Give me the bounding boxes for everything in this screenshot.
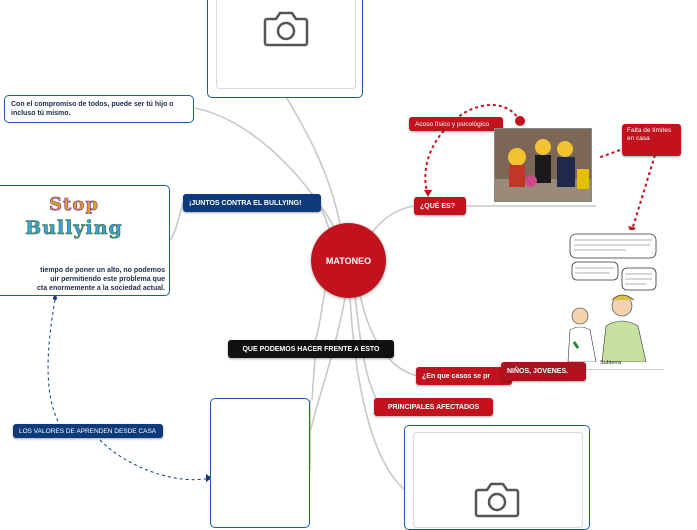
- photo-placeholder: [216, 0, 356, 89]
- en-que-casos-tag[interactable]: ¿En que casos se pr: [416, 367, 512, 385]
- acoso-tag[interactable]: Acoso físico y psicológico: [409, 117, 503, 131]
- que-es-tag[interactable]: ¿QUÉ ES?: [414, 197, 466, 215]
- ninos-jovenes-label: NIÑOS, JOVENES.: [507, 368, 569, 375]
- empty-note-card[interactable]: [210, 398, 310, 528]
- ninos-jovenes-tag[interactable]: NIÑOS, JOVENES.: [501, 362, 586, 381]
- principales-label: PRINCIPALES AFECTADOS: [387, 403, 480, 411]
- photo-card-top[interactable]: [207, 0, 363, 98]
- compromiso-text: Con el compromiso de todos, puede ser tú…: [11, 101, 174, 118]
- juntos-label: ¡JUNTOS CONTRA EL BULLYING!: [189, 199, 302, 207]
- en-que-casos-label: ¿En que casos se pr: [422, 372, 491, 380]
- valores-casa-tag[interactable]: LOS VALORES DE APRENDEN DESDE CASA: [13, 424, 163, 438]
- stop-word: Stop: [49, 194, 99, 216]
- que-es-label: ¿QUÉ ES?: [420, 202, 456, 210]
- limites-comic-image: Subterra: [566, 230, 662, 366]
- acoso-label: Acoso físico y psicológico: [415, 120, 490, 128]
- comic-scene-icon: [567, 233, 657, 363]
- stop-bullying-text: tiempo de poner un alto, no podemos uir …: [37, 267, 165, 293]
- central-topic[interactable]: MATONEO: [311, 223, 386, 298]
- que-podemos-label: QUE PODEMOS HACER FRENTE A ESTO: [242, 345, 380, 353]
- que-podemos-hacer-tag[interactable]: QUE PODEMOS HACER FRENTE A ESTO: [228, 340, 394, 358]
- juntos-contra-bullying-tag[interactable]: ¡JUNTOS CONTRA EL BULLYING!: [183, 194, 321, 212]
- compromiso-note[interactable]: Con el compromiso de todos, puede ser tú…: [4, 95, 194, 123]
- stop-bullying-image: Stop Bullying: [19, 194, 129, 256]
- camera-icon: [474, 482, 520, 518]
- bullying-cartoon-image: [494, 128, 592, 202]
- comic-caption: Subterra: [600, 360, 622, 366]
- bullying-word: Bullying: [25, 217, 123, 240]
- cartoon-scene-icon: [495, 129, 591, 201]
- central-label: MATONEO: [325, 255, 372, 266]
- falta-limites-tag[interactable]: Falta de límites en casa: [622, 124, 681, 156]
- photo-card-bottom[interactable]: [404, 425, 590, 530]
- photo-placeholder-bottom: [413, 432, 583, 528]
- valores-label: LOS VALORES DE APRENDEN DESDE CASA: [19, 427, 157, 435]
- principales-afectados-tag[interactable]: PRINCIPALES AFECTADOS: [374, 398, 493, 416]
- stop-bullying-card[interactable]: Stop Bullying tiempo de poner un alto, n…: [0, 185, 170, 296]
- comic-divider: [566, 369, 664, 370]
- camera-icon: [263, 11, 309, 47]
- falta-limites-label: Falta de límites en casa: [627, 127, 672, 142]
